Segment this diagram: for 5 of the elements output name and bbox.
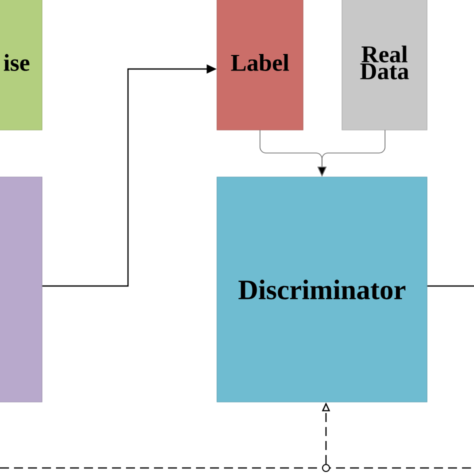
label-box: Label — [216, 0, 304, 130]
data-box: Real Data — [342, 0, 428, 130]
noise-box: ise — [0, 0, 42, 130]
process-box — [0, 176, 42, 402]
discriminator-box: Discriminator — [216, 176, 428, 402]
